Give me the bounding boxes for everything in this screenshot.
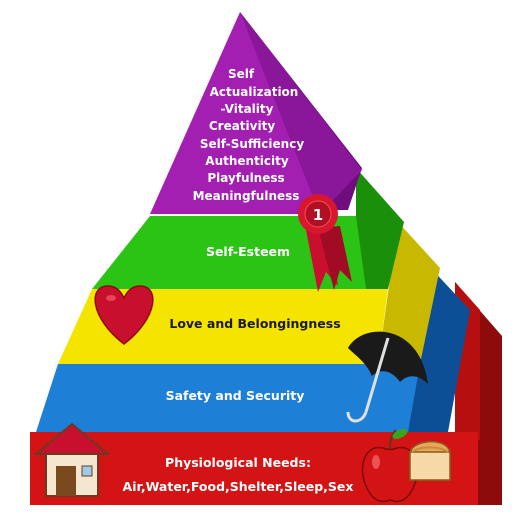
ribbon-number: 1 [313,206,323,224]
actualization-front [150,12,320,214]
actualization-line-7: Playfulness [207,171,284,185]
physiological-label-line1: Physiological Needs: [165,455,311,470]
actualization-line-4: Creativity [209,119,275,133]
actualization-line-1: Self [228,67,255,81]
umbrella-icon [346,331,428,423]
level-self-esteem: Self-Esteem [92,168,404,289]
actualization-face-right [240,12,362,214]
actualization-line-5: Self-Sufficiency [200,137,304,151]
esteem-side [356,168,404,289]
house-icon [33,422,111,497]
actualization-line-2: Actualization [210,85,299,99]
esteem-front [92,216,366,289]
esteem-label: Self-Esteem [206,244,290,259]
safety-label: Safety and Security [166,388,305,403]
ribbon-award-icon: 1 [298,194,352,292]
apple-icon [361,429,419,503]
bread-icon [409,440,451,481]
level-self-actualization: Self Actualization -Vitality Creativity … [150,12,362,214]
safety-front [36,364,420,432]
physiological-label-line2: Air,Water,Food,Shelter,Sleep,Sex [123,479,354,494]
actualization-line-6: Authenticity [205,154,289,168]
actualization-line-8: Meaningfulness [193,189,300,203]
actualization-line-3: -Vitality [221,102,274,116]
love-label: Love and Belongingness [169,316,340,331]
heart-icon [94,285,154,345]
